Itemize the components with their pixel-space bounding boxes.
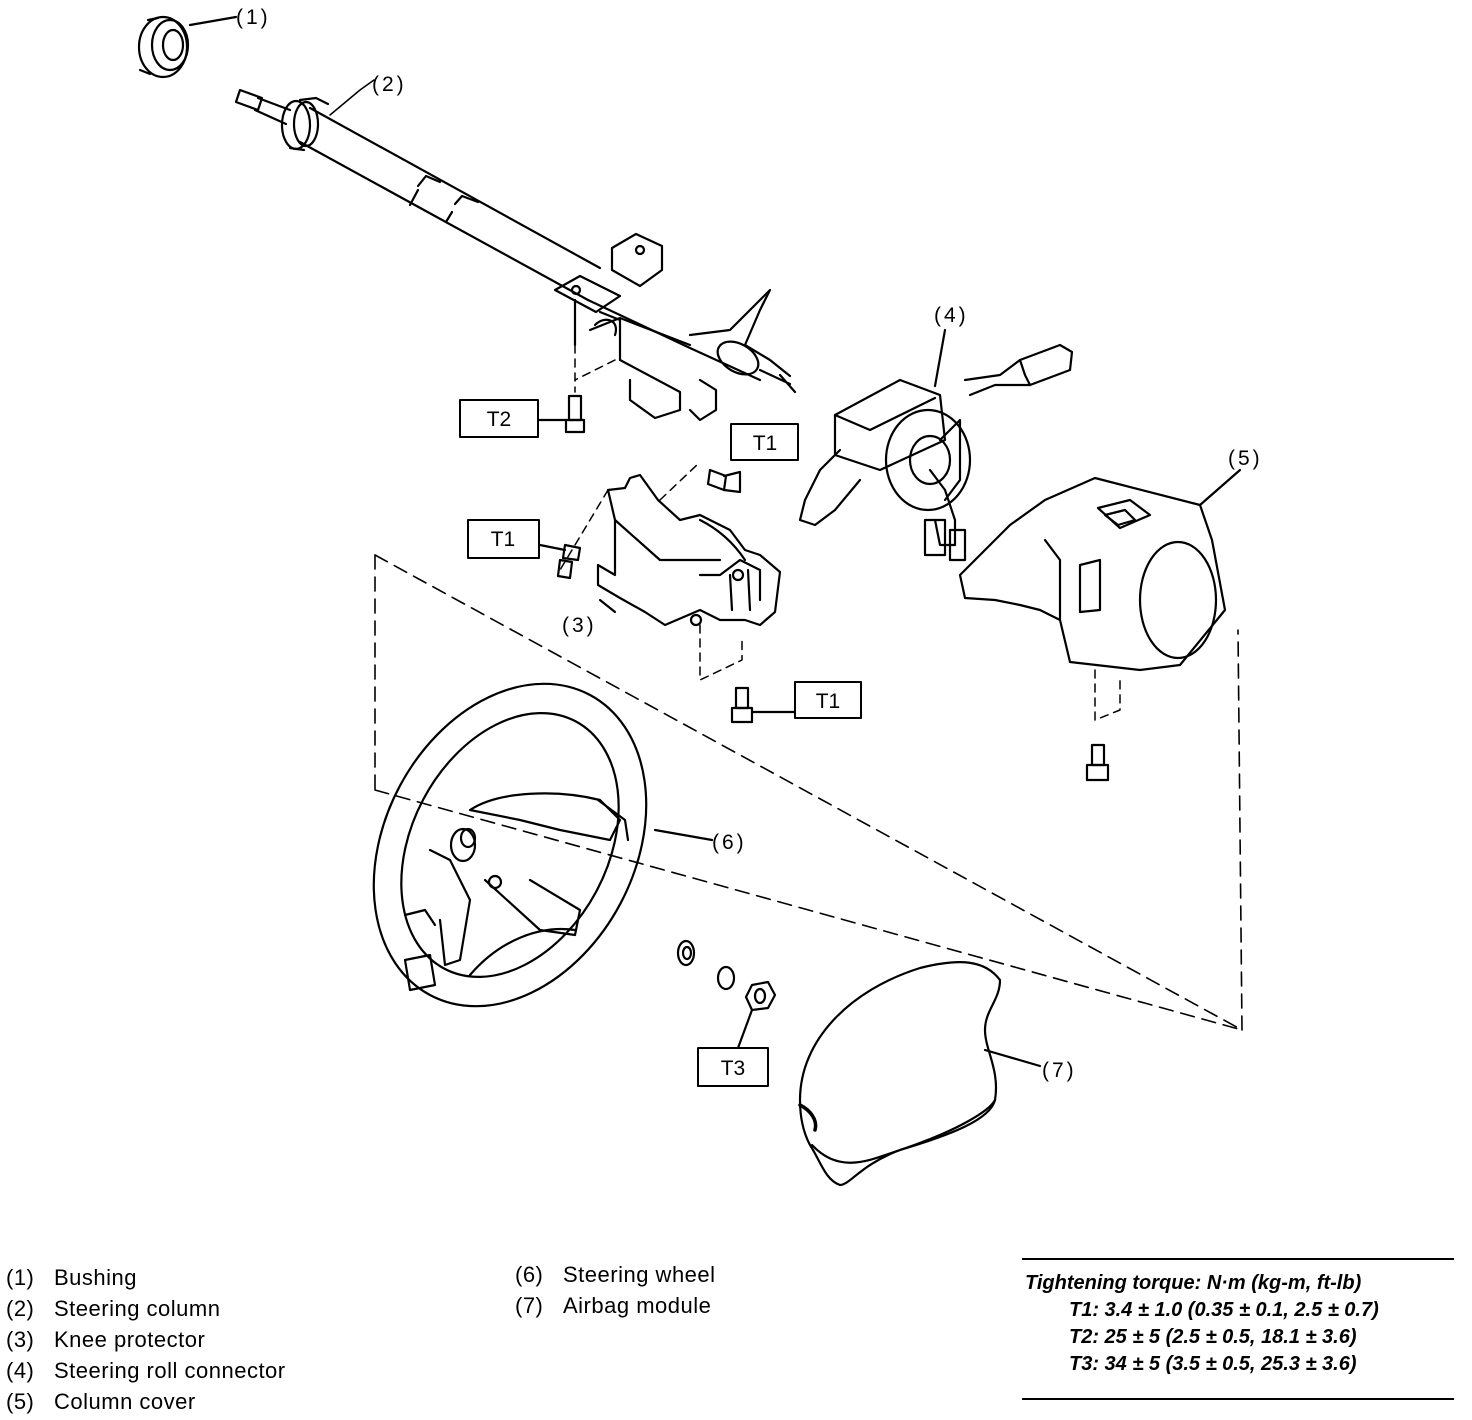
steering-wheel (372, 682, 714, 1008)
legend-item: (2) Steering column (6, 1293, 286, 1324)
legend-number: (1) (6, 1265, 35, 1290)
callout-6: (6) (712, 831, 747, 854)
legend-label: Bushing (54, 1265, 138, 1290)
tag-t2: T2 (487, 408, 512, 431)
exploded-view-diagram: (1) (2) (3) (4) (5) (6) (7) T2 T1 T1 T1 … (137, 6, 1263, 1187)
torque-title: Tightening torque: N·m (kg-m, ft-lb) (1025, 1272, 1362, 1294)
installation-plane-outline (374, 554, 1243, 1031)
legend-label: Column cover (54, 1389, 196, 1414)
legend-number: (3) (6, 1327, 35, 1352)
airbag-module (798, 961, 1042, 1187)
legend-number: (7) (515, 1293, 544, 1318)
bolt-t1-lower (730, 686, 797, 724)
torque-spec-t1: T1: 3.4 ± 1.0 (0.35 ± 0.1, 2.5 ± 0.7) (1069, 1299, 1379, 1321)
tag-box-t1b (467, 519, 540, 559)
torque-spec-t3: T3: 34 ± 5 (3.5 ± 0.5, 25.3 ± 3.6) (1069, 1353, 1357, 1375)
legend-label: Steering wheel (563, 1262, 716, 1287)
tag-t1-left: T1 (491, 528, 516, 551)
washer (676, 939, 696, 967)
legend-number: (6) (515, 1262, 544, 1287)
tightening-torque-box: Tightening torque: N·m (kg-m, ft-lb) T1:… (1022, 1258, 1454, 1400)
steering-column (234, 79, 797, 422)
parts-legend-left: (1) Bushing (2) Steering column (3) Knee pr… (6, 1262, 286, 1417)
legend-number: (5) (6, 1389, 35, 1414)
legend-number: (2) (6, 1296, 35, 1321)
tag-t1-lower: T1 (816, 690, 841, 713)
steering-roll-connector (798, 328, 1074, 562)
bushing (137, 15, 238, 79)
callout-1: (1) (236, 6, 271, 29)
legend-label: Steering column (54, 1296, 221, 1321)
tag-box-t1c (794, 681, 862, 719)
callout-4: (4) (934, 304, 969, 327)
tag-box-t1a (730, 423, 799, 461)
bolt-t1-left (538, 543, 582, 580)
callout-3: (3) (562, 614, 597, 637)
legend-item: (1) Bushing (6, 1262, 286, 1293)
knee-protector (559, 461, 782, 681)
bolt-t1-upper (706, 468, 742, 494)
callout-2: (2) (372, 73, 407, 96)
tag-box-t2 (459, 399, 539, 438)
legend-item: (4) Steering roll connector (6, 1355, 286, 1386)
legend-label: Knee protector (54, 1327, 206, 1352)
column-cover (958, 468, 1242, 782)
legend-item: (3) Knee protector (6, 1324, 286, 1355)
tag-box-t3 (697, 1047, 769, 1087)
legend-label: Airbag module (563, 1293, 712, 1318)
legend-item: (5) Column cover (6, 1386, 286, 1417)
bolt-t2 (536, 394, 586, 434)
tag-t3: T3 (721, 1057, 746, 1080)
tag-t1-upper: T1 (753, 432, 778, 455)
callout-5: (5) (1228, 447, 1263, 470)
legend-label: Steering roll connector (54, 1358, 286, 1383)
parts-legend-middle: (6) Steering wheel (7) Airbag module (515, 1259, 716, 1321)
legend-number: (4) (6, 1358, 35, 1383)
lock-washer (716, 965, 736, 991)
nut-t3 (736, 980, 777, 1050)
legend-item: (7) Airbag module (515, 1290, 716, 1321)
torque-spec-t2: T2: 25 ± 5 (2.5 ± 0.5, 18.1 ± 3.6) (1069, 1326, 1357, 1348)
callout-7: (7) (1042, 1059, 1077, 1082)
legend-item: (6) Steering wheel (515, 1259, 716, 1290)
